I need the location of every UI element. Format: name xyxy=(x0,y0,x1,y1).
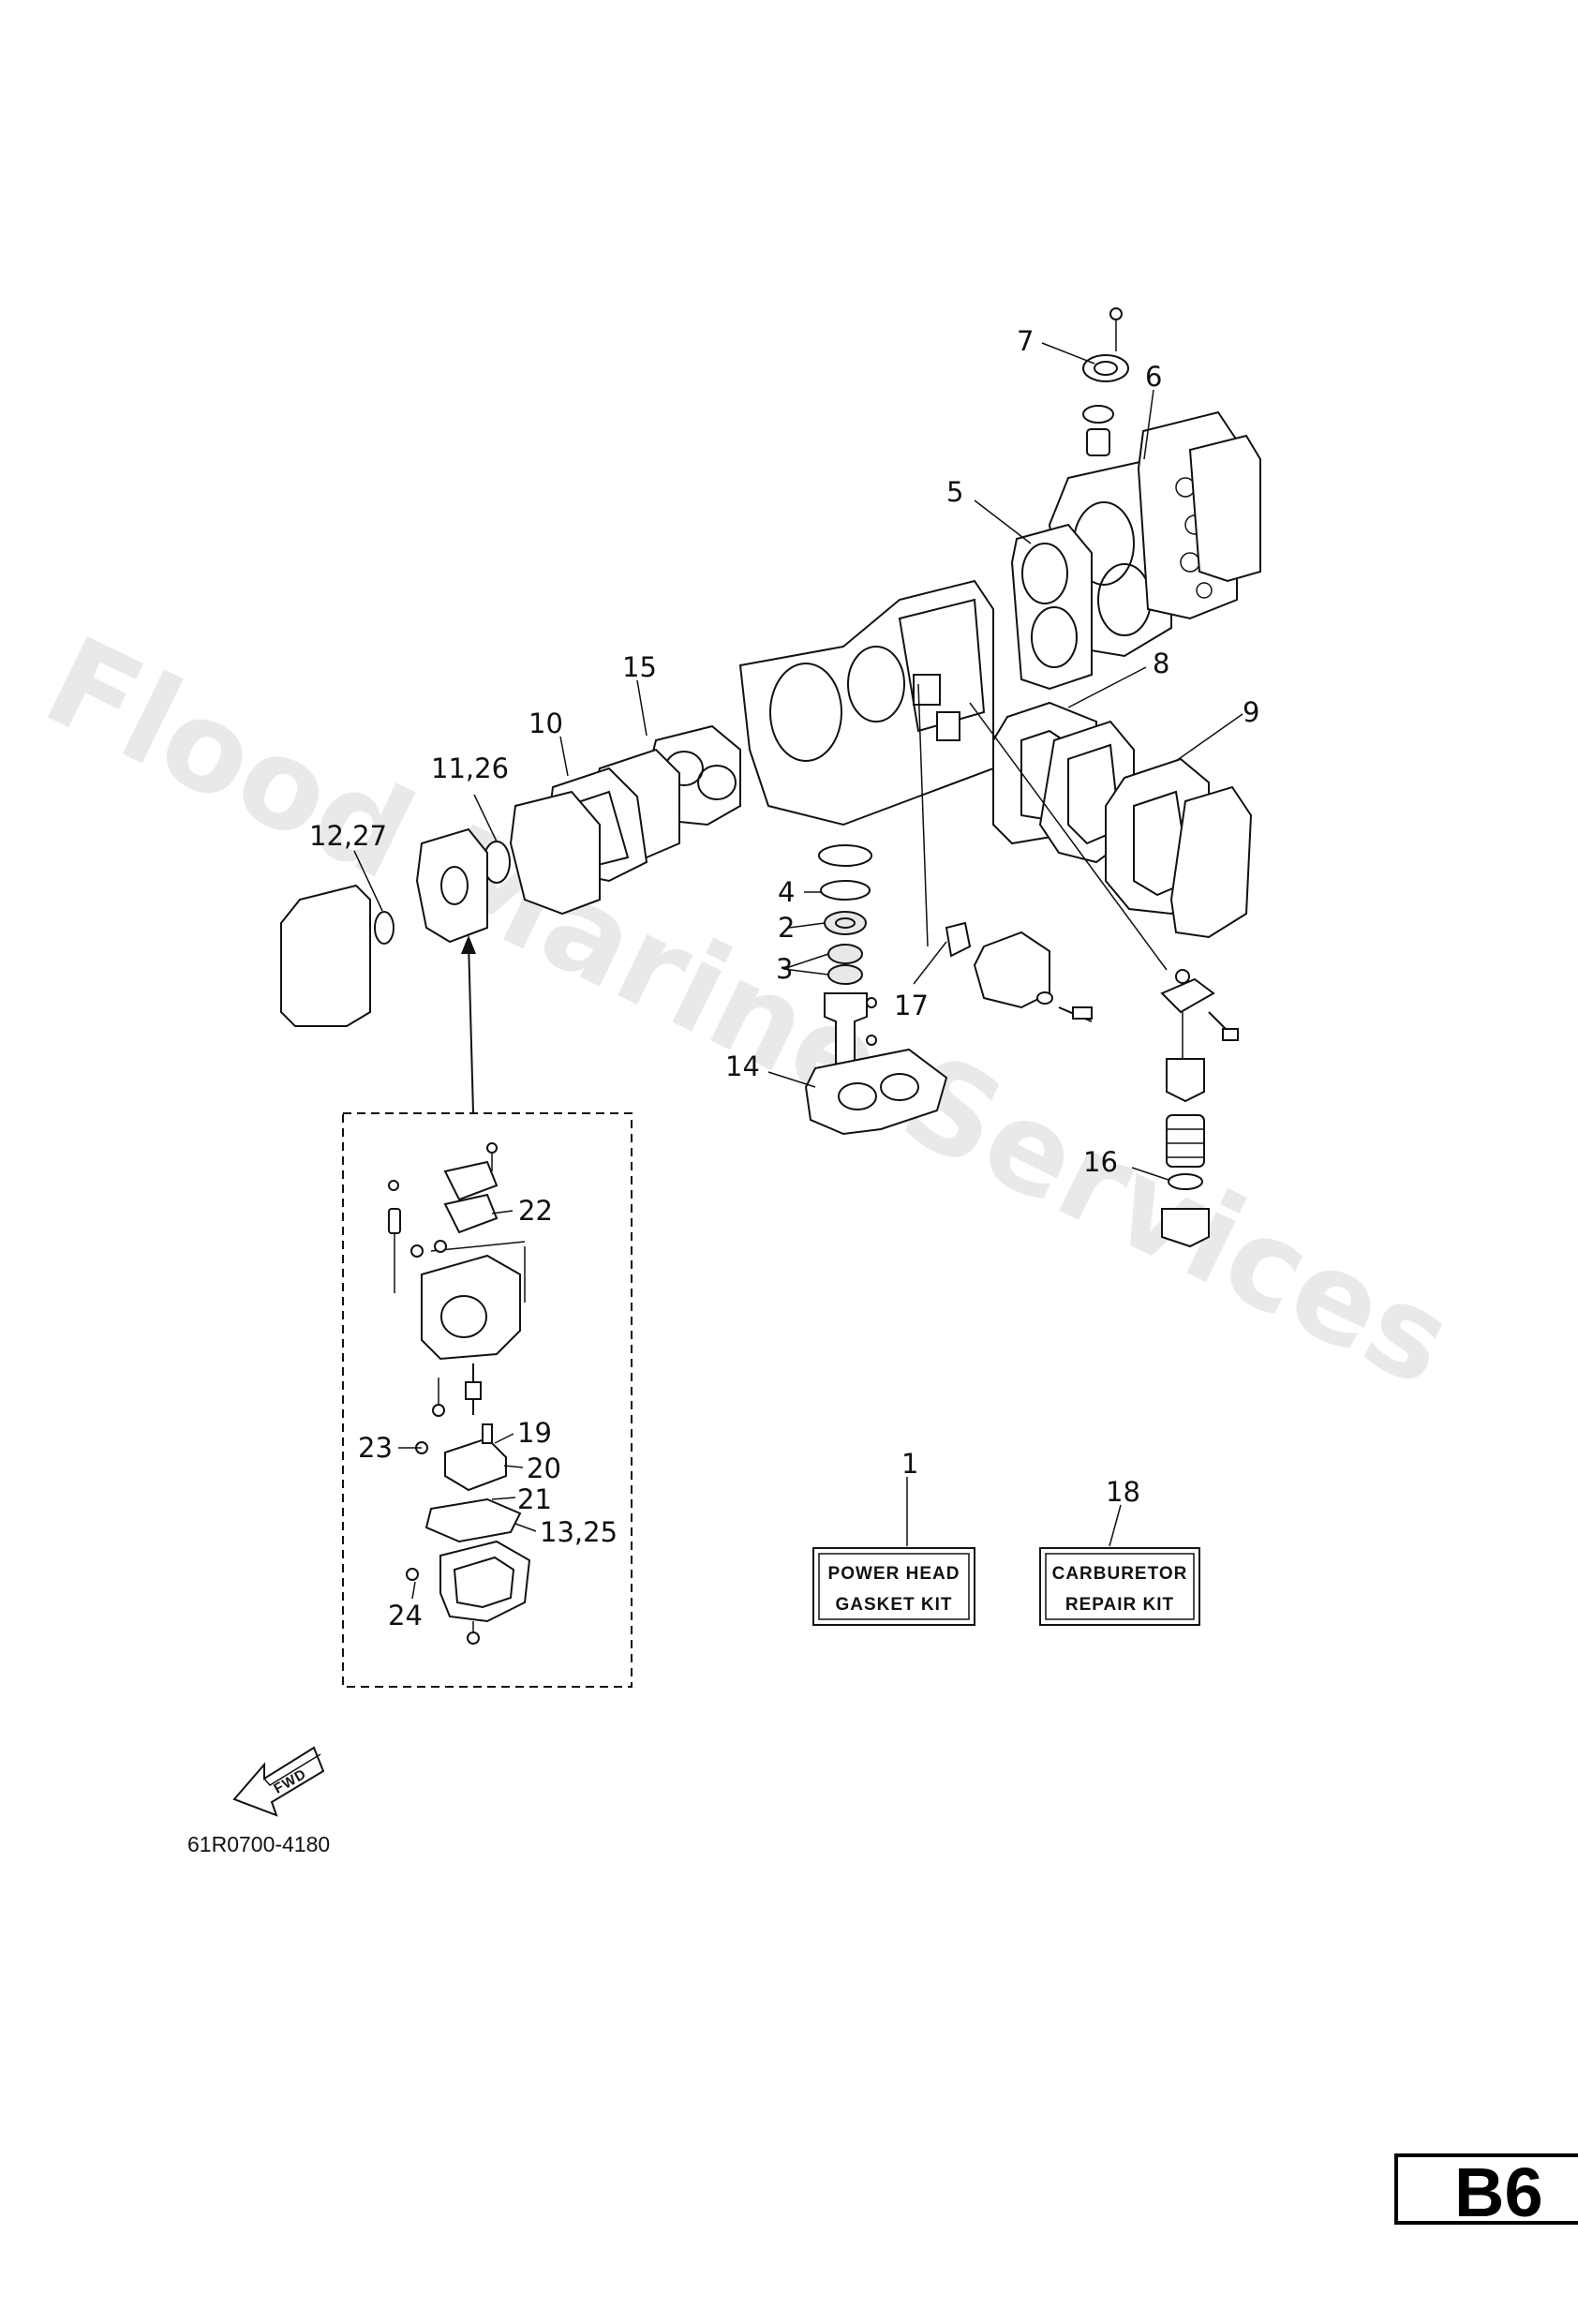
power-head-kit-line2: GASKET KIT xyxy=(835,1595,952,1615)
crankcase-group xyxy=(738,579,994,827)
carburetor-kit-line1: CARBURETOR xyxy=(1052,1564,1188,1584)
intake-group xyxy=(280,724,741,1027)
carburetor-exploded-box xyxy=(342,935,633,1688)
fuel-pump-group xyxy=(917,683,1093,1022)
callout-2: 2 xyxy=(778,912,795,944)
callout-20: 20 xyxy=(527,1452,561,1484)
callout-9: 9 xyxy=(1243,696,1259,728)
callout-23: 23 xyxy=(358,1432,393,1464)
leader-lines xyxy=(353,342,1243,1600)
callout-1: 1 xyxy=(901,1448,918,1480)
callout-15: 15 xyxy=(622,651,657,683)
callout-14: 14 xyxy=(725,1050,760,1082)
callout-8: 8 xyxy=(1153,648,1169,679)
callout-22: 22 xyxy=(518,1195,553,1227)
callout-16: 16 xyxy=(1083,1146,1118,1178)
callout-12-27: 12,27 xyxy=(309,820,387,852)
callout-4: 4 xyxy=(778,876,795,908)
callouts: 7 6 5 8 9 15 10 11,26 12,27 4 2 3 17 14 … xyxy=(309,325,1259,1631)
callout-6: 6 xyxy=(1145,361,1162,393)
part-number: 61R0700-4180 xyxy=(187,1832,330,1856)
power-head-kit-line1: POWER HEAD xyxy=(828,1564,960,1584)
callout-18: 18 xyxy=(1106,1476,1140,1508)
callout-11-26: 11,26 xyxy=(431,752,509,784)
seal-stack-group xyxy=(818,844,877,1065)
page-code-box: B6 xyxy=(1394,2153,1578,2231)
power-head-gasket-kit-box: POWER HEAD GASKET KIT xyxy=(812,1547,975,1626)
carburetor-repair-kit-box: CARBURETOR REPAIR KIT xyxy=(1039,1547,1200,1626)
page-code: B6 xyxy=(1454,2153,1543,2231)
callout-10: 10 xyxy=(528,708,563,739)
fwd-arrow-icon: FWD xyxy=(232,1746,325,1817)
callout-13-25: 13,25 xyxy=(540,1516,618,1548)
cylinder-head-group xyxy=(1010,307,1261,691)
exhaust-gasket-group xyxy=(992,701,1253,939)
callout-5: 5 xyxy=(946,476,963,508)
callout-21: 21 xyxy=(517,1483,552,1515)
callout-24: 24 xyxy=(388,1600,423,1631)
carburetor-kit-line2: REPAIR KIT xyxy=(1065,1595,1174,1615)
callout-17: 17 xyxy=(894,990,929,1021)
callout-3: 3 xyxy=(776,953,793,985)
callout-7: 7 xyxy=(1017,325,1034,357)
base-gasket-group xyxy=(804,1048,948,1136)
callout-19: 19 xyxy=(517,1417,552,1449)
fuel-filter-group xyxy=(969,702,1239,1248)
